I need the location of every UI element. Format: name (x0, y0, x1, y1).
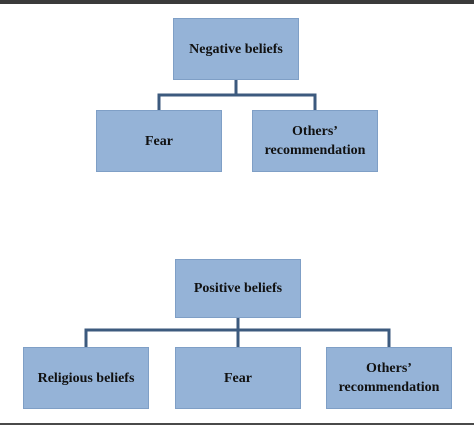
positive-beliefs-label: Positive beliefs (193, 281, 283, 296)
negative-beliefs-label: Negative beliefs (189, 41, 283, 57)
religious-beliefs-label: Religious beliefs (37, 370, 135, 386)
top-fear-label: Fear (145, 133, 173, 149)
bottom-fear-box: Fear (175, 347, 301, 409)
top-others-recommendation-box: Others’ recommendation (252, 110, 378, 172)
bottom-others-recommendation-label: Others’ recommendation (338, 361, 440, 395)
religious-beliefs-box: Religious beliefs (23, 347, 149, 409)
bottom-others-recommendation-box: Others’ recommendation (326, 347, 452, 409)
negative-beliefs-box: Negative beliefs (173, 18, 299, 80)
top-border-rule (0, 0, 474, 4)
positive-beliefs-box: Positive beliefs (175, 259, 301, 318)
bottom-fear-label: Fear (224, 370, 252, 386)
top-others-recommendation-label: Others’ recommendation (264, 124, 366, 158)
top-fear-box: Fear (96, 110, 222, 172)
bottom-border-rule (0, 423, 474, 425)
